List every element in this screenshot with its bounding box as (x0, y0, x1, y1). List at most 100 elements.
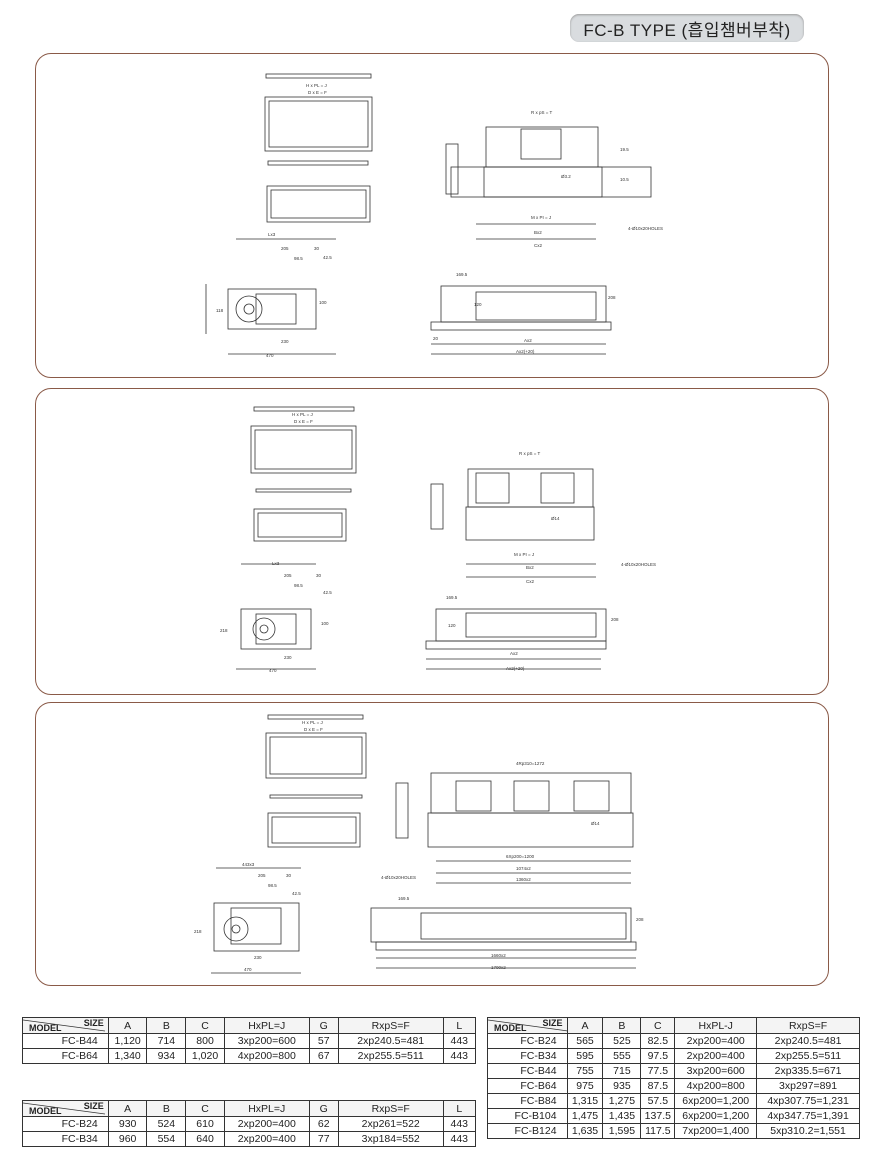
dim-label: 100 (321, 621, 329, 626)
table-row: FC-B104 1,475 1,435 137.5 6xp200=1,200 4… (487, 1108, 860, 1124)
dim-label: 1074x2 (516, 866, 531, 871)
dim-label: 169.5 (446, 595, 458, 600)
cell: 800 (185, 1033, 225, 1049)
cell: 117.5 (640, 1123, 676, 1139)
cell: 443 (442, 1033, 477, 1049)
dim-label: 470 (269, 668, 277, 673)
cell: 1,340 (107, 1048, 148, 1064)
technical-drawing-2: H x PL = J D x E = F R x pS = T M x PI =… (220, 406, 656, 673)
technical-drawing-1: H x PL = J D x E = F R x pS = T M x PI =… (205, 73, 663, 358)
dim-label: M x PI = J (514, 552, 534, 557)
cell: 2xp255.5=511 (337, 1048, 444, 1064)
cell: 2xp200=400 (223, 1116, 310, 1132)
table-row: FC-B44 755 715 77.5 3xp200=600 2xp335.5=… (487, 1063, 860, 1079)
dim-label: Ø14 (591, 821, 600, 826)
cell: 4xp200=800 (674, 1078, 758, 1094)
dim-label: D x E = F (304, 727, 323, 732)
spec-table-3: SIZE MODEL A B C HxPL-J RxpS=F FC-B24 56… (487, 1017, 860, 1139)
size-label: SIZE (83, 1018, 104, 1028)
cell: 5xp310.2=1,551 (756, 1123, 860, 1139)
cell: 443 (442, 1116, 477, 1132)
cell: 2xp240.5=481 (756, 1033, 860, 1049)
dim-label: 4Rp310=1272 (516, 761, 545, 766)
dim-label: Ax2(+20) (506, 666, 525, 671)
cell: FC-B34 (22, 1131, 109, 1147)
spec-table-1: SIZE MODEL A B C HxPL=J G RxpS=F L FC-B4… (22, 1017, 477, 1064)
col-header: A (566, 1017, 604, 1034)
dim-label: Ax2(+20) (516, 349, 535, 354)
dim-label: Ø14 (551, 516, 560, 521)
model-label: MODEL (29, 1106, 62, 1116)
cell: 3xp200=600 (223, 1033, 310, 1049)
cell: 62 (308, 1116, 339, 1132)
dim-label: 118 (216, 308, 224, 313)
dim-label: 20 (433, 336, 439, 341)
cell: 2xp255.5=511 (756, 1048, 860, 1064)
dim-label: 443x3 (242, 862, 255, 867)
cell: 555 (602, 1048, 642, 1064)
cell: 57.5 (640, 1093, 676, 1109)
dim-label: 230 (284, 655, 292, 660)
size-label: SIZE (542, 1018, 563, 1028)
cell: FC-B24 (22, 1116, 109, 1132)
drawing-panel-2: H x PL = J D x E = F R x pS = T M x PI =… (35, 388, 829, 695)
table-corner-header: SIZE MODEL (22, 1100, 109, 1117)
cell: 2xp200=400 (674, 1033, 758, 1049)
dim-label: 30 (286, 873, 292, 878)
dim-label: 208 (636, 917, 644, 922)
dim-label: D x E = F (308, 90, 327, 95)
col-header: G (308, 1100, 339, 1117)
dim-label: 42.5 (292, 891, 301, 896)
dim-label: Lx3 (268, 232, 276, 237)
cell: 97.5 (640, 1048, 676, 1064)
dim-label: 208 (608, 295, 616, 300)
cell: 6xp200=1,200 (674, 1093, 758, 1109)
cell: 2xp200=400 (223, 1131, 310, 1147)
dim-label: 218 (220, 628, 228, 633)
cell: 1,315 (566, 1093, 604, 1109)
cell: 6xp200=1,200 (674, 1108, 758, 1124)
cell: 443 (442, 1048, 477, 1064)
dim-label: 1700x2 (491, 965, 506, 970)
dim-label: 100 (319, 300, 327, 305)
cell: 57 (308, 1033, 339, 1049)
cell: 1,635 (566, 1123, 604, 1139)
col-header: B (602, 1017, 642, 1034)
cell: 67 (308, 1048, 339, 1064)
table-row: FC-B64 1,340 934 1,020 4xp200=800 67 2xp… (22, 1048, 477, 1064)
col-header: RxpS=F (337, 1017, 444, 1034)
size-label: SIZE (83, 1101, 104, 1111)
dim-label: 205 (281, 246, 289, 251)
dim-label: 19.5 (620, 147, 629, 152)
col-header: B (146, 1100, 187, 1117)
cell: 1,275 (602, 1093, 642, 1109)
table-row: FC-B124 1,635 1,595 117.5 7xp200=1,400 5… (487, 1123, 860, 1139)
dim-label: D x E = F (294, 419, 313, 424)
cell: 4xp307.75=1,231 (756, 1093, 860, 1109)
dim-label: Ø3.2 (561, 174, 571, 179)
cell: FC-B24 (487, 1033, 568, 1049)
table-row: FC-B34 595 555 97.5 2xp200=400 2xp255.5=… (487, 1048, 860, 1064)
dim-label: R x pS = T (519, 451, 541, 456)
table-corner-header: SIZE MODEL (22, 1017, 109, 1034)
table-row: FC-B84 1,315 1,275 57.5 6xp200=1,200 4xp… (487, 1093, 860, 1109)
dim-label: 205 (284, 573, 292, 578)
dim-label: 30 (314, 246, 320, 251)
dim-label: Bx2 (526, 565, 534, 570)
dim-label: 120 (474, 302, 482, 307)
cell: FC-B34 (487, 1048, 568, 1064)
col-header: G (308, 1017, 339, 1034)
dim-label: 4-Ø10x20HOLES (381, 875, 416, 880)
cell: 975 (566, 1078, 604, 1094)
dim-label: 42.5 (323, 255, 332, 260)
cell: 595 (566, 1048, 604, 1064)
dim-label: Ax2 (510, 651, 518, 656)
cell: 1,020 (185, 1048, 225, 1064)
table-corner-header: SIZE MODEL (487, 1017, 568, 1034)
dim-label: 205 (258, 873, 266, 878)
model-label: MODEL (494, 1023, 527, 1033)
dim-label: 169.5 (398, 896, 410, 901)
col-header: L (442, 1100, 477, 1117)
cell: 1,595 (602, 1123, 642, 1139)
cell: 2xp335.5=671 (756, 1063, 860, 1079)
